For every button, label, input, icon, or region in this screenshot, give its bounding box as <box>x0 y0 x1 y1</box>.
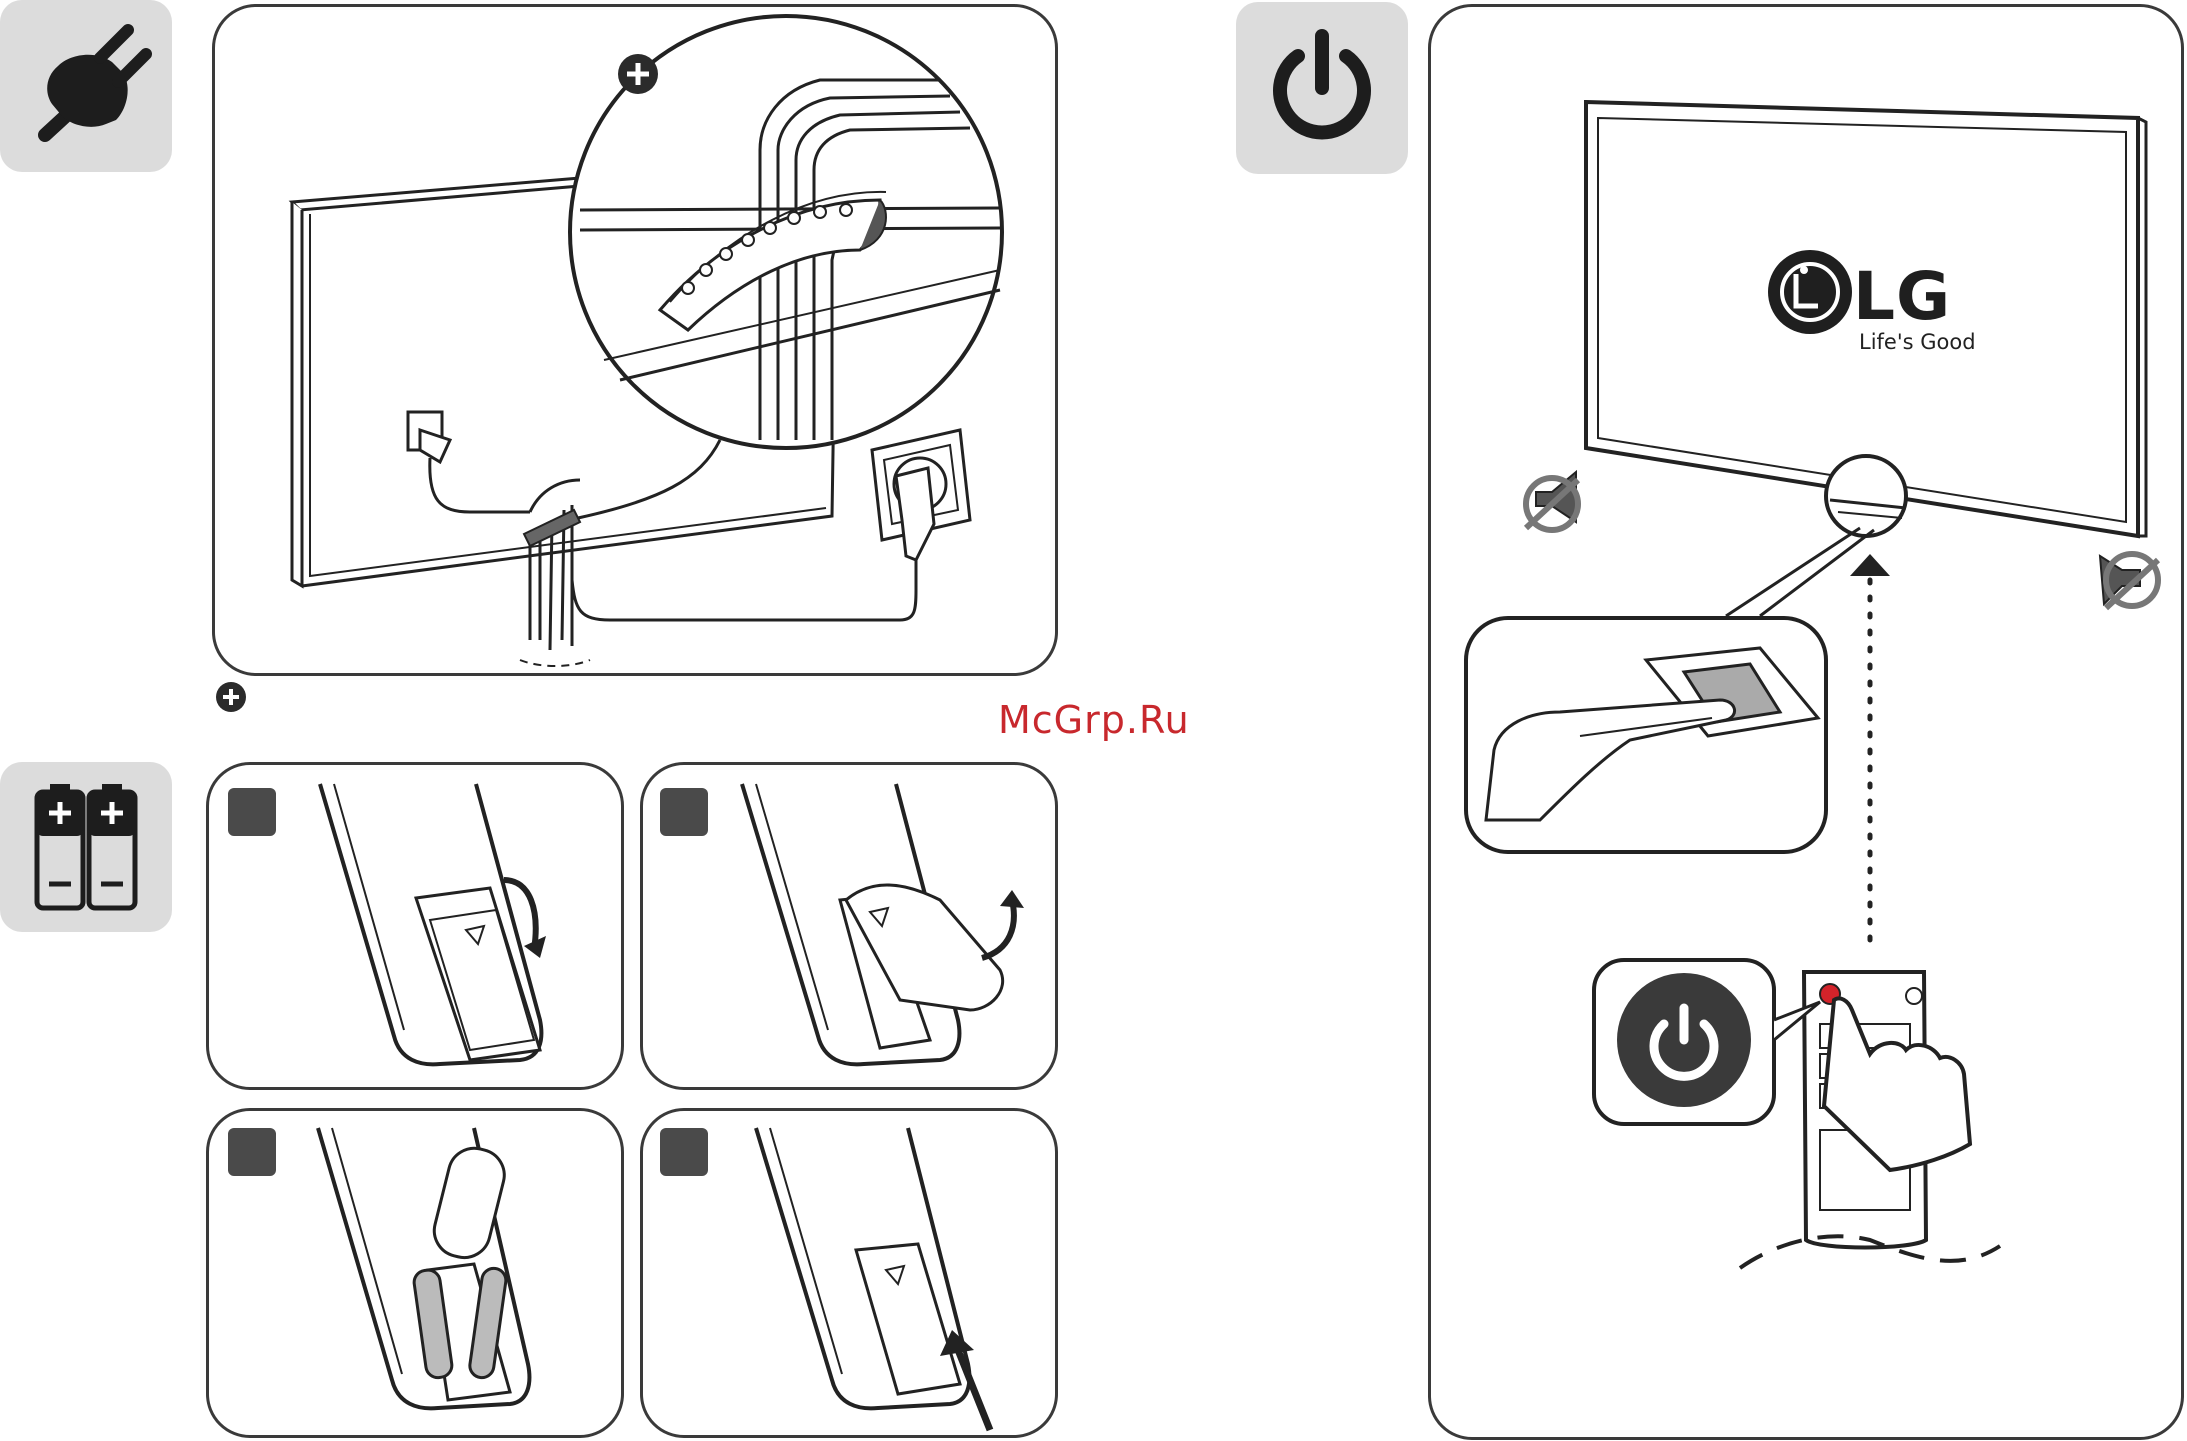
watermark: McGrp.Ru <box>998 698 1190 742</box>
muted-speaker-icon <box>1516 462 1596 542</box>
muted-speaker-icon <box>2092 544 2172 624</box>
lg-tagline: Life's Good <box>1859 330 1976 354</box>
lg-logo-text: LG <box>1853 258 1951 335</box>
